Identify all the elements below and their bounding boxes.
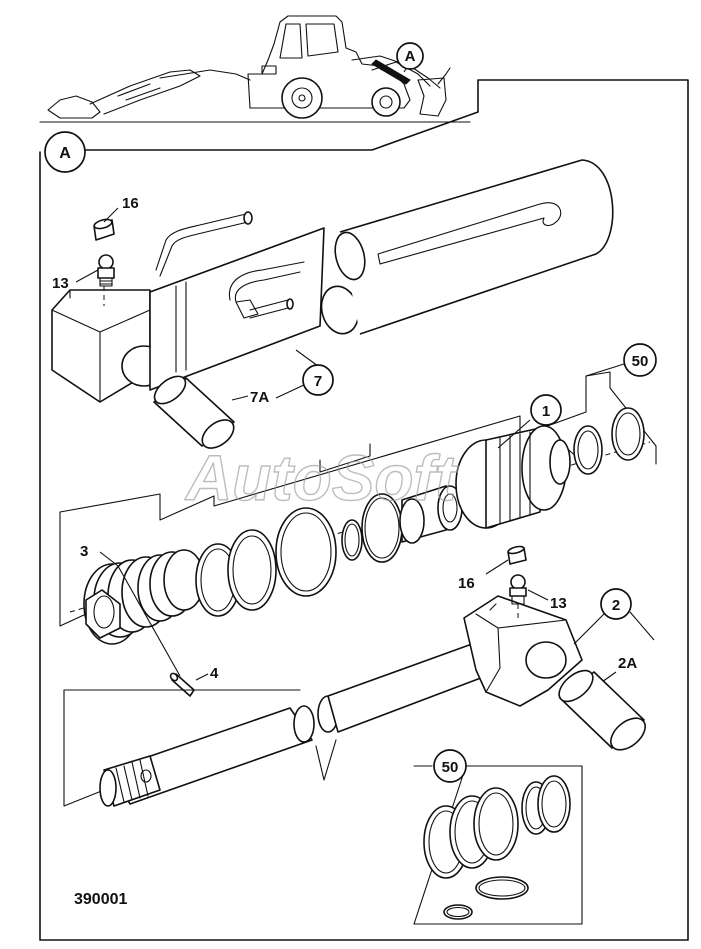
seal-rings — [195, 493, 403, 617]
piston-rod — [63, 595, 583, 807]
svg-text:50: 50 — [442, 759, 459, 776]
piston-1 — [455, 425, 571, 529]
roll-pin-4 — [169, 672, 195, 697]
gland-head-3 — [83, 549, 205, 645]
grease-cap-16-top — [93, 218, 115, 241]
piston-spacer — [399, 485, 463, 544]
grease-nipple-13-top — [97, 254, 115, 287]
grease-cap-16-mid — [507, 545, 527, 565]
callout-2: 2 — [600, 588, 632, 620]
view-frame — [39, 79, 689, 941]
label-16-mid: 16 — [458, 575, 475, 592]
callout-50-inset: 50 — [433, 749, 467, 783]
label-2a: 2A — [618, 655, 637, 672]
svg-text:2: 2 — [612, 597, 620, 614]
label-3: 3 — [80, 543, 88, 560]
seal-kit-50-parts — [423, 775, 571, 920]
label-7a: 7A — [250, 389, 269, 406]
label-16-top: 16 — [122, 195, 139, 212]
machine-callout-a: A — [396, 42, 424, 73]
label-13-mid: 13 — [550, 595, 567, 612]
callout-50-top: 50 — [623, 343, 657, 377]
piston-rings — [573, 407, 645, 475]
callout-7: 7 — [302, 364, 334, 396]
rod-pin-2a — [558, 669, 646, 751]
inset-frame — [413, 765, 583, 925]
svg-text:1: 1 — [542, 403, 550, 420]
watermark: AutoSoft — [184, 442, 459, 514]
svg-text:A: A — [405, 48, 416, 65]
label-13-top: 13 — [52, 275, 69, 292]
label-4: 4 — [210, 665, 219, 682]
drawing-reference-number: 390001 — [74, 891, 127, 908]
callout-1: 1 — [530, 394, 562, 426]
svg-text:50: 50 — [632, 353, 649, 370]
barrel-pin-7a — [153, 375, 235, 449]
svg-text:7: 7 — [314, 373, 322, 390]
grease-nipple-13-mid — [509, 574, 527, 620]
view-label-a: A — [44, 131, 86, 173]
cylinder-barrel — [51, 159, 614, 403]
svg-text:A: A — [59, 145, 71, 162]
